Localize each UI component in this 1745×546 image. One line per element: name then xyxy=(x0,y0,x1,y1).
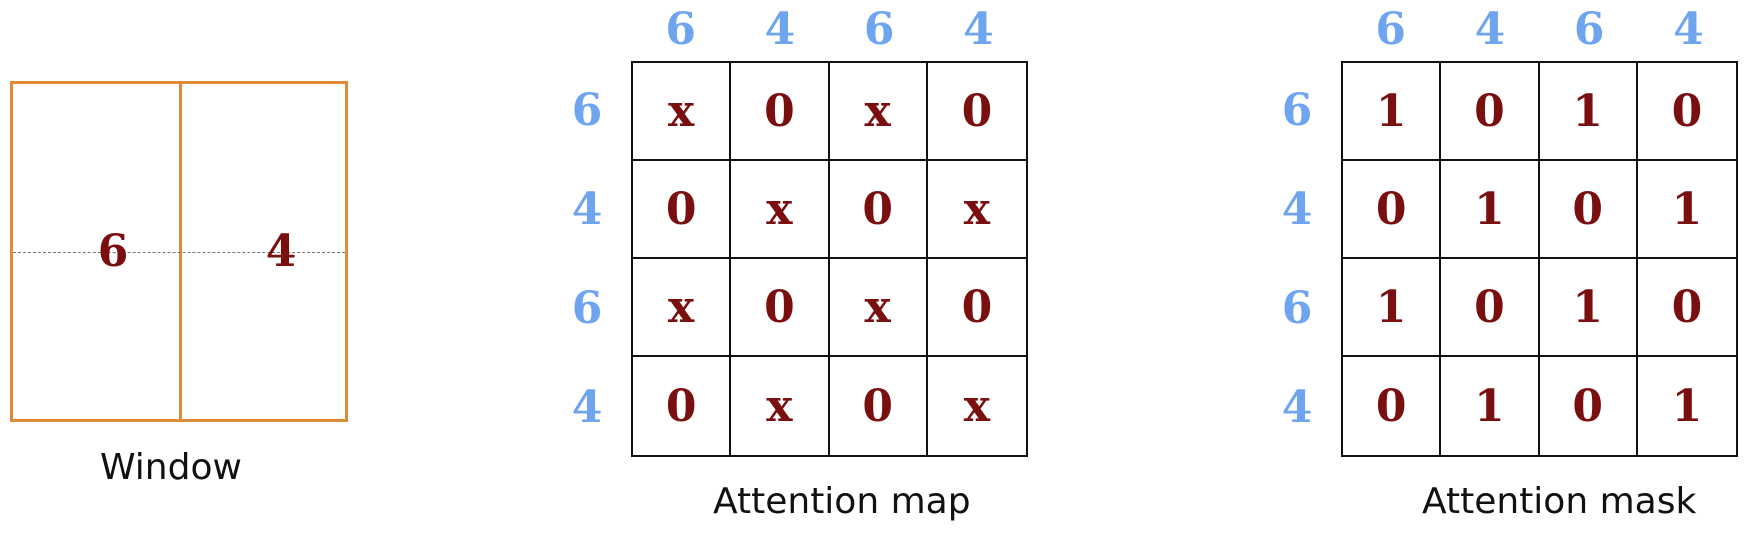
attention-map-grid: x 0 x 0 0 x 0 x x 0 x 0 0 x 0 x xyxy=(631,61,1028,457)
matrix-cell: 1 xyxy=(1671,380,1703,432)
matrix-cell: 0 xyxy=(633,357,732,455)
row-label: 4 xyxy=(1281,184,1313,235)
col-label: 4 xyxy=(963,3,994,55)
matrix-cell: x xyxy=(731,357,830,455)
matrix-cell: 0 xyxy=(731,259,830,357)
matrix-cell: 0 xyxy=(633,161,732,259)
attention-map-row-labels: 6 4 6 4 xyxy=(557,61,617,457)
row-label: 6 xyxy=(1281,85,1313,136)
matrix-cell: 0 xyxy=(731,63,830,161)
matrix-cell: x xyxy=(963,380,990,432)
row-label: 6 xyxy=(571,283,603,334)
attention-map-col-labels: 6 4 6 4 xyxy=(631,3,1028,55)
attention-map: 6 4 6 4 6 4 6 4 x 0 x 0 0 x 0 x x 0 x 0 … xyxy=(572,4,1028,457)
attention-mask-caption: Attention mask xyxy=(1422,481,1697,522)
window-value-left: 6 xyxy=(97,226,129,277)
window-caption: Window xyxy=(100,447,242,488)
matrix-cell: 0 xyxy=(1441,63,1540,161)
matrix-cell: x xyxy=(633,259,732,357)
matrix-cell: 0 xyxy=(1637,259,1736,357)
matrix-cell: 0 xyxy=(830,357,928,455)
window-value-right: 4 xyxy=(265,226,297,277)
attention-mask-grid: 1 0 1 0 0 1 0 1 1 0 1 0 0 1 0 1 xyxy=(1341,61,1738,457)
row-label: 6 xyxy=(1281,283,1313,334)
matrix-cell: 0 xyxy=(927,63,1026,161)
row-label: 4 xyxy=(1281,382,1313,433)
attention-mask: 6 4 6 4 6 4 6 4 1 0 1 0 0 1 0 1 1 0 1 0 … xyxy=(1282,4,1738,457)
matrix-cell: 1 xyxy=(1637,161,1736,259)
matrix-cell: 1 xyxy=(1343,63,1442,161)
matrix-cell: x xyxy=(731,161,830,259)
window-divider xyxy=(179,84,182,419)
col-label: 6 xyxy=(863,3,895,55)
attention-mask-row-labels: 6 4 6 4 xyxy=(1267,61,1327,457)
matrix-cell: x xyxy=(829,63,928,161)
col-label: 4 xyxy=(1474,3,1506,55)
matrix-cell: x xyxy=(829,259,928,357)
matrix-cell: 0 xyxy=(1343,357,1442,455)
col-label: 4 xyxy=(1673,3,1704,55)
matrix-cell: 0 xyxy=(1441,259,1540,357)
col-label: 4 xyxy=(764,3,796,55)
col-label: 6 xyxy=(1375,3,1406,55)
row-label: 4 xyxy=(571,184,603,235)
col-label: 6 xyxy=(665,3,696,55)
matrix-cell: 0 xyxy=(1343,161,1442,259)
row-label: 6 xyxy=(571,85,603,136)
matrix-cell: 1 xyxy=(1539,259,1638,357)
matrix-cell: 0 xyxy=(829,161,928,259)
col-label: 6 xyxy=(1573,3,1605,55)
matrix-cell: x xyxy=(927,161,1026,259)
matrix-cell: 0 xyxy=(927,259,1026,357)
matrix-cell: 1 xyxy=(1441,161,1540,259)
attention-map-caption: Attention map xyxy=(713,481,971,522)
matrix-cell: x xyxy=(633,63,732,161)
matrix-cell: 0 xyxy=(1637,63,1736,161)
matrix-cell: 1 xyxy=(1539,63,1638,161)
matrix-cell: 1 xyxy=(1343,259,1442,357)
matrix-cell: 0 xyxy=(1540,357,1638,455)
matrix-cell: 0 xyxy=(1539,161,1638,259)
attention-mask-col-labels: 6 4 6 4 xyxy=(1341,3,1738,55)
row-label: 4 xyxy=(571,382,603,433)
matrix-cell: 1 xyxy=(1441,357,1540,455)
window-midline xyxy=(13,252,345,253)
window-diagram: 6 4 xyxy=(10,81,348,422)
